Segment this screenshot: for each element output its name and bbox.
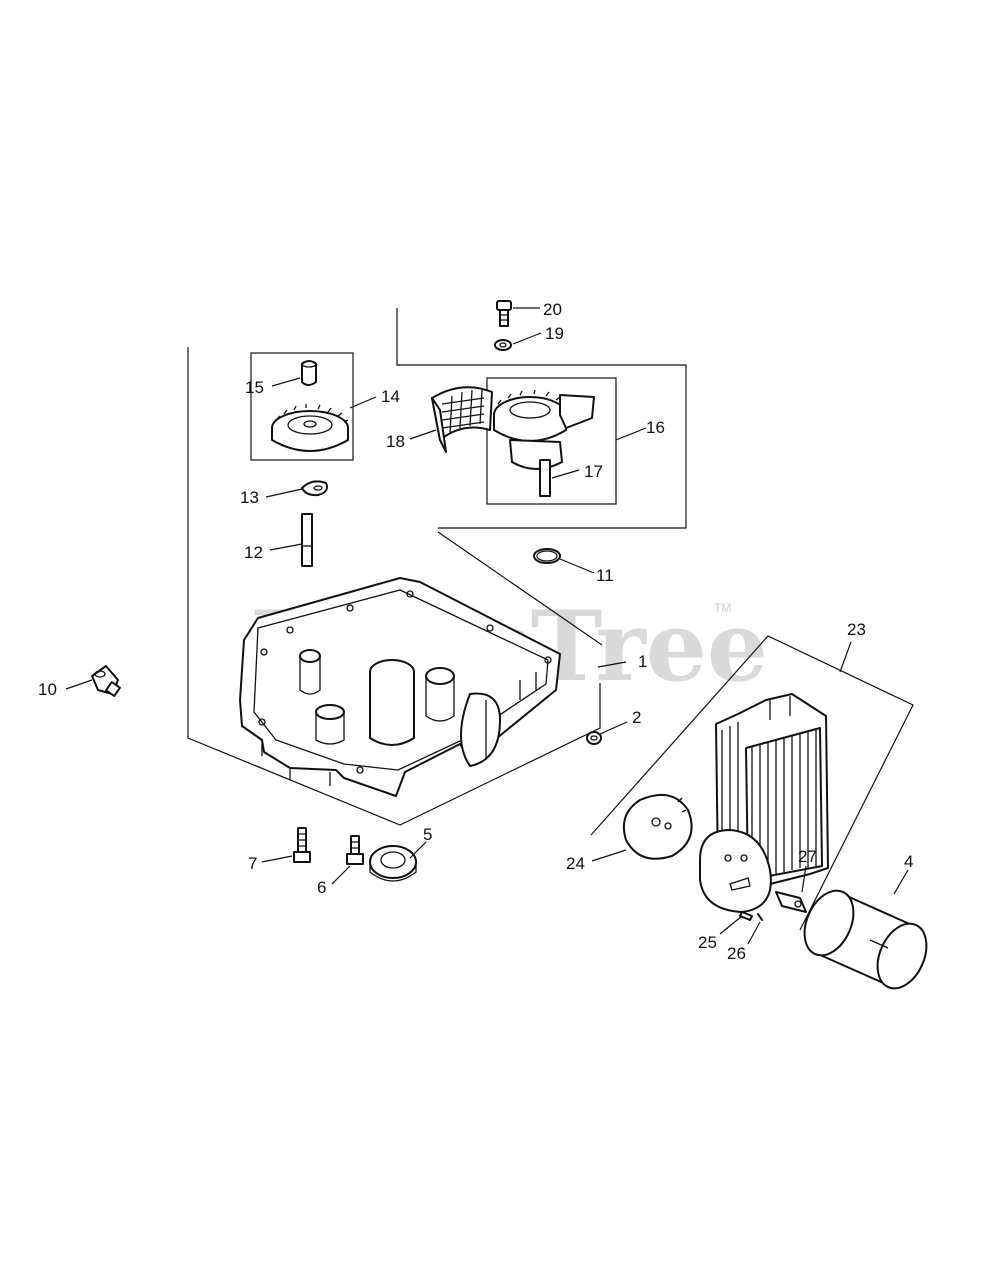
callout-6: 6: [317, 878, 326, 897]
callout-15: 15: [245, 378, 264, 397]
part-24-gasket[interactable]: [622, 793, 693, 860]
callout-13: 13: [240, 488, 259, 507]
callout-2: 2: [632, 708, 641, 727]
callout-1: 1: [638, 652, 647, 671]
callout-7: 7: [248, 854, 257, 873]
callout-10: 10: [38, 680, 57, 699]
leader-lines: [65, 307, 909, 945]
callout-12: 12: [244, 543, 263, 562]
callout-24: 24: [566, 854, 585, 873]
part-7-bolt[interactable]: [293, 827, 311, 863]
part-17-pin[interactable]: [539, 459, 551, 497]
part-15-shaft[interactable]: [301, 360, 317, 386]
callout-18: 18: [386, 432, 405, 451]
callout-14: 14: [381, 387, 400, 406]
callout-19: 19: [545, 324, 564, 343]
part-2-plug[interactable]: [586, 731, 602, 745]
part-14-gear[interactable]: [271, 404, 349, 452]
part-26-clip[interactable]: [757, 913, 763, 921]
callout-4: 4: [904, 852, 913, 871]
part-18-screen[interactable]: [431, 386, 493, 453]
callout-11: 11: [596, 566, 614, 585]
part-13-washer[interactable]: [301, 480, 328, 497]
part-27-fitting[interactable]: [775, 891, 807, 913]
part-25-pin[interactable]: [739, 911, 753, 921]
callout-25: 25: [698, 933, 717, 952]
callout-17: 17: [584, 462, 603, 481]
part-4-oil-filter[interactable]: [795, 883, 936, 996]
part-cooler-adapter[interactable]: [699, 829, 772, 913]
callout-26: 26: [727, 944, 746, 963]
callout-23: 23: [847, 620, 866, 639]
part-20-bolt[interactable]: [496, 300, 512, 327]
part-12-pin[interactable]: [301, 513, 313, 567]
callout-5: 5: [423, 825, 432, 844]
callout-20: 20: [543, 300, 562, 319]
part-16-oil-pump[interactable]: [493, 389, 595, 470]
callout-labels: 20 19 14 15 18 16 17 13 12 11 10 1 2 23 …: [38, 300, 913, 963]
part-11-o-ring[interactable]: [533, 548, 561, 564]
part-6-bolt[interactable]: [346, 835, 364, 865]
callout-16: 16: [646, 418, 665, 437]
watermark-trademark: TM: [714, 601, 731, 615]
part-10-sensor[interactable]: [91, 665, 121, 697]
part-1-crankcase[interactable]: [239, 577, 561, 797]
part-5-oil-seal[interactable]: [369, 845, 417, 882]
part-19-washer[interactable]: [494, 339, 512, 351]
callout-27: 27: [798, 847, 817, 866]
